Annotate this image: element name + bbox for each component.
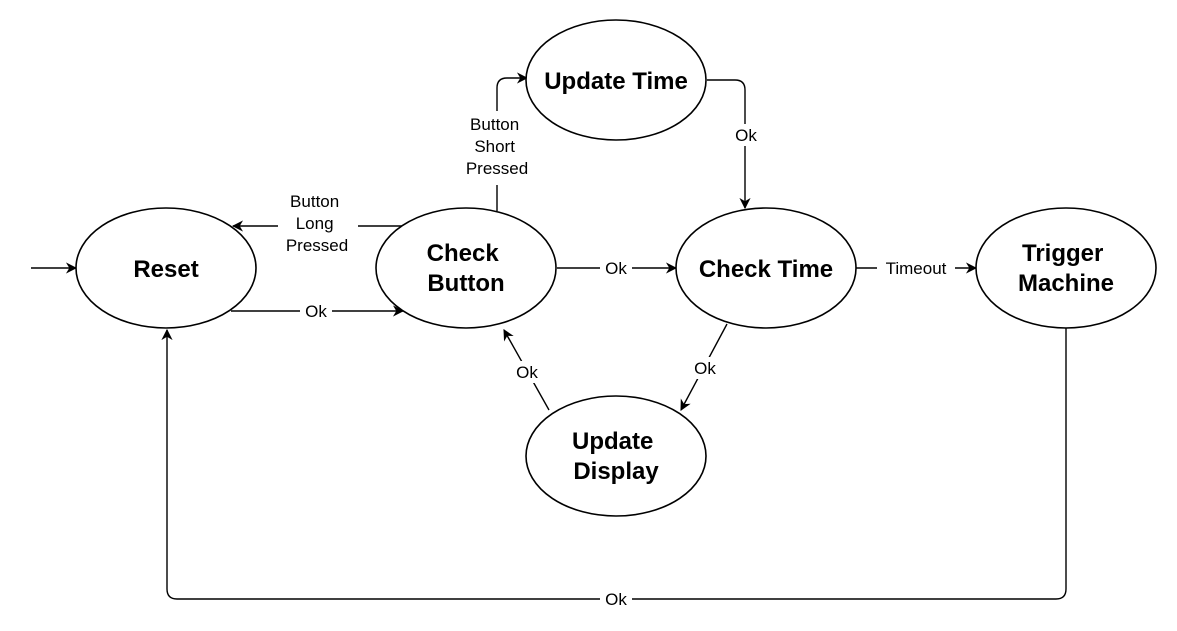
state-trigger-machine[interactable]: Trigger Machine: [975, 207, 1157, 329]
state-update-time[interactable]: Update Time: [525, 19, 707, 141]
edge-label-check-time-to-update-display: Ok: [689, 357, 721, 379]
edge-check-button-to-update-time: [496, 72, 529, 211]
state-reset-label: Reset: [133, 256, 198, 283]
edge-label-reset-to-check-button: Ok: [300, 301, 332, 321]
edge-label-text: Pressed: [286, 236, 348, 255]
svg-text:Check Time: Check Time: [699, 256, 833, 283]
edge-label-text: Ok: [605, 590, 627, 609]
edge-label-update-time-to-check-time: Ok: [731, 124, 761, 146]
svg-text:Ok: Ok: [694, 359, 716, 378]
edge-label-text: Ok: [694, 359, 716, 378]
svg-text:Ok: Ok: [305, 302, 327, 321]
edge-label-check-button-to-check-time: Ok: [600, 258, 632, 278]
svg-text:Timeout: Timeout: [886, 259, 947, 278]
svg-text:Ok: Ok: [516, 363, 538, 382]
edge-label-check-button-to-update-time: Button Short Pressed: [456, 111, 538, 185]
edge-labels: Ok Button Long Pressed Button Short Pres…: [278, 111, 955, 609]
svg-text:Button Long Pr: Button Long Pressed: [286, 192, 348, 255]
edges: [31, 72, 1067, 600]
state-check-button-label-line1: Check: [427, 240, 500, 267]
edge-label-text: Button: [290, 192, 339, 211]
svg-text:Button Short P: Button Short Pressed: [466, 115, 528, 178]
state-update-time-label: Update Time: [544, 68, 688, 95]
edge-label-check-button-to-reset: Button Long Pressed: [278, 189, 358, 263]
svg-text:Ok: Ok: [605, 259, 627, 278]
state-check-button[interactable]: Check Button: [375, 207, 557, 329]
svg-text:Update Display: Update Display: [572, 428, 660, 485]
state-check-time[interactable]: Check Time: [675, 207, 857, 329]
edge-label-text: Pressed: [466, 159, 528, 178]
state-check-button-label-line2: Button: [427, 270, 504, 297]
svg-text:Trigger Machine: Trigger Machine: [1018, 240, 1114, 297]
edge-label-text: Button: [470, 115, 519, 134]
state-trigger-machine-label-line2: Machine: [1018, 270, 1114, 297]
edge-label-text: Ok: [305, 302, 327, 321]
edge-label-text: Ok: [516, 363, 538, 382]
svg-text:Update Time: Update Time: [544, 68, 688, 95]
edge-update-time-to-check-time: [707, 79, 751, 210]
state-reset[interactable]: Reset: [75, 207, 257, 329]
svg-text:Ok: Ok: [735, 126, 757, 145]
state-trigger-machine-label-line1: Trigger: [1022, 240, 1103, 267]
nodes: Reset Check Button Update Time Check Tim…: [75, 19, 1157, 517]
svg-text:Check Button: Check Button: [427, 240, 506, 297]
svg-text:Ok: Ok: [605, 590, 627, 609]
edge-label-text: Timeout: [886, 259, 947, 278]
state-update-display-label-line2: Display: [573, 458, 659, 485]
edge-label-trigger-machine-to-reset: Ok: [600, 589, 632, 609]
edge-label-text: Ok: [735, 126, 757, 145]
edge-label-text: Long: [296, 214, 334, 233]
edge-label-text: Short: [474, 137, 515, 156]
state-check-time-label: Check Time: [699, 256, 833, 283]
edge-label-check-time-to-trigger-machine: Timeout: [877, 258, 955, 278]
state-update-display-label-line1: Update: [572, 428, 653, 455]
edge-label-update-display-to-check-button: Ok: [511, 361, 543, 383]
state-update-display[interactable]: Update Display: [525, 395, 707, 517]
edge-label-text: Ok: [605, 259, 627, 278]
svg-text:Reset: Reset: [133, 256, 198, 283]
